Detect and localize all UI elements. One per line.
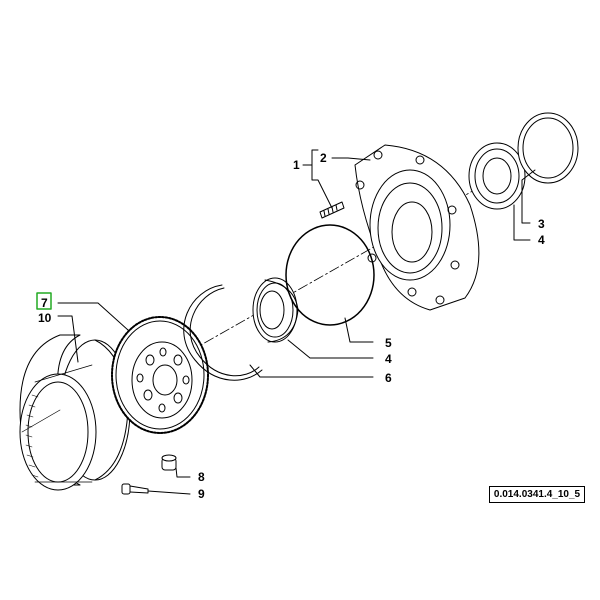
- leader-8: [175, 467, 191, 478]
- leader-3: [521, 169, 536, 224]
- snap-ring-part-6: [183, 284, 263, 381]
- callout-9: 9: [198, 487, 205, 501]
- leader-2-bracket: [311, 149, 319, 166]
- bolt-part-9: [121, 483, 149, 495]
- wheel-hub-part-2: [354, 144, 480, 311]
- leader-lines: [57, 149, 536, 495]
- ring-gear-part-10: [19, 334, 131, 491]
- callout-8: 8: [198, 470, 205, 484]
- highlight-box-7: [36, 292, 52, 310]
- callout-7: 7: [41, 296, 48, 310]
- bearing-part-4-lower: [252, 277, 299, 343]
- leader-4-lower: [287, 339, 374, 359]
- leader-7: [57, 302, 129, 331]
- callout-4-lower: 4: [385, 352, 392, 366]
- bushing-part-8: [161, 454, 177, 471]
- leader-10: [57, 315, 79, 363]
- callout-6: 6: [385, 371, 392, 385]
- seal-ring-part-3: [517, 112, 579, 184]
- leader-2: [331, 157, 371, 161]
- leader-1: [302, 164, 333, 209]
- bearing-part-4-upper: [468, 142, 526, 210]
- o-ring-part-5: [285, 224, 375, 326]
- callout-labels: 1 2 3 4 5 4 6 7 10 8 9: [38, 151, 545, 501]
- callout-10: 10: [38, 311, 52, 325]
- leader-6: [249, 364, 374, 378]
- callout-3: 3: [538, 217, 545, 231]
- callout-2: 2: [320, 151, 327, 165]
- drawing-reference-code: 0.014.0341.4_10_5: [489, 486, 585, 503]
- stud-part-1: [319, 201, 345, 219]
- leader-5: [344, 317, 374, 343]
- callout-4-upper: 4: [538, 233, 545, 247]
- callout-1: 1: [293, 158, 300, 172]
- leader-4-upper: [513, 204, 531, 241]
- leader-9: [147, 490, 191, 495]
- planet-carrier-part-7: [111, 316, 209, 434]
- callout-5: 5: [385, 336, 392, 350]
